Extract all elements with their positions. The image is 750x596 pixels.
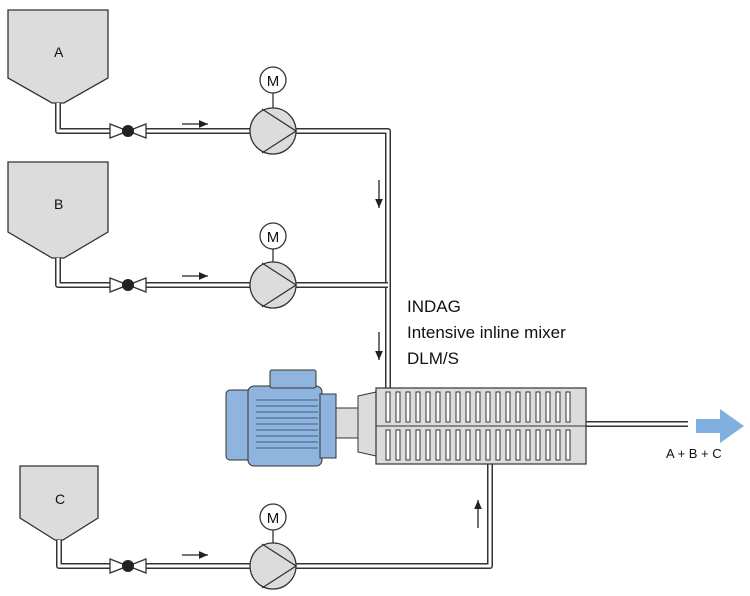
output-label: A + B + C [666, 446, 722, 461]
pump-a [249, 66, 298, 155]
valve-a [109, 123, 147, 139]
tank-a [7, 9, 109, 104]
motor-label-b: M [267, 229, 280, 246]
tank-a-label: A [54, 44, 64, 60]
mixer-brand: INDAG [407, 297, 461, 316]
mixer-model: DLM/S [407, 349, 459, 368]
pump-b [249, 222, 298, 309]
tank-b [7, 161, 109, 259]
inline-mixer [375, 387, 587, 465]
output-arrow-icon [696, 409, 744, 443]
tank-b-label: B [54, 196, 64, 212]
pipes [55, 103, 688, 569]
motor-label-a: M [267, 73, 280, 90]
mixer-coupling [335, 391, 377, 457]
flow-arrows [182, 120, 482, 559]
tank-c-label: C [55, 491, 66, 507]
tank-c [19, 465, 99, 541]
valve-b [109, 277, 147, 293]
mixer-name: Intensive inline mixer [407, 323, 566, 342]
valve-c [109, 558, 147, 574]
pump-c [249, 503, 298, 590]
motor-label-c: M [267, 510, 280, 527]
mixer-motor [225, 369, 337, 467]
